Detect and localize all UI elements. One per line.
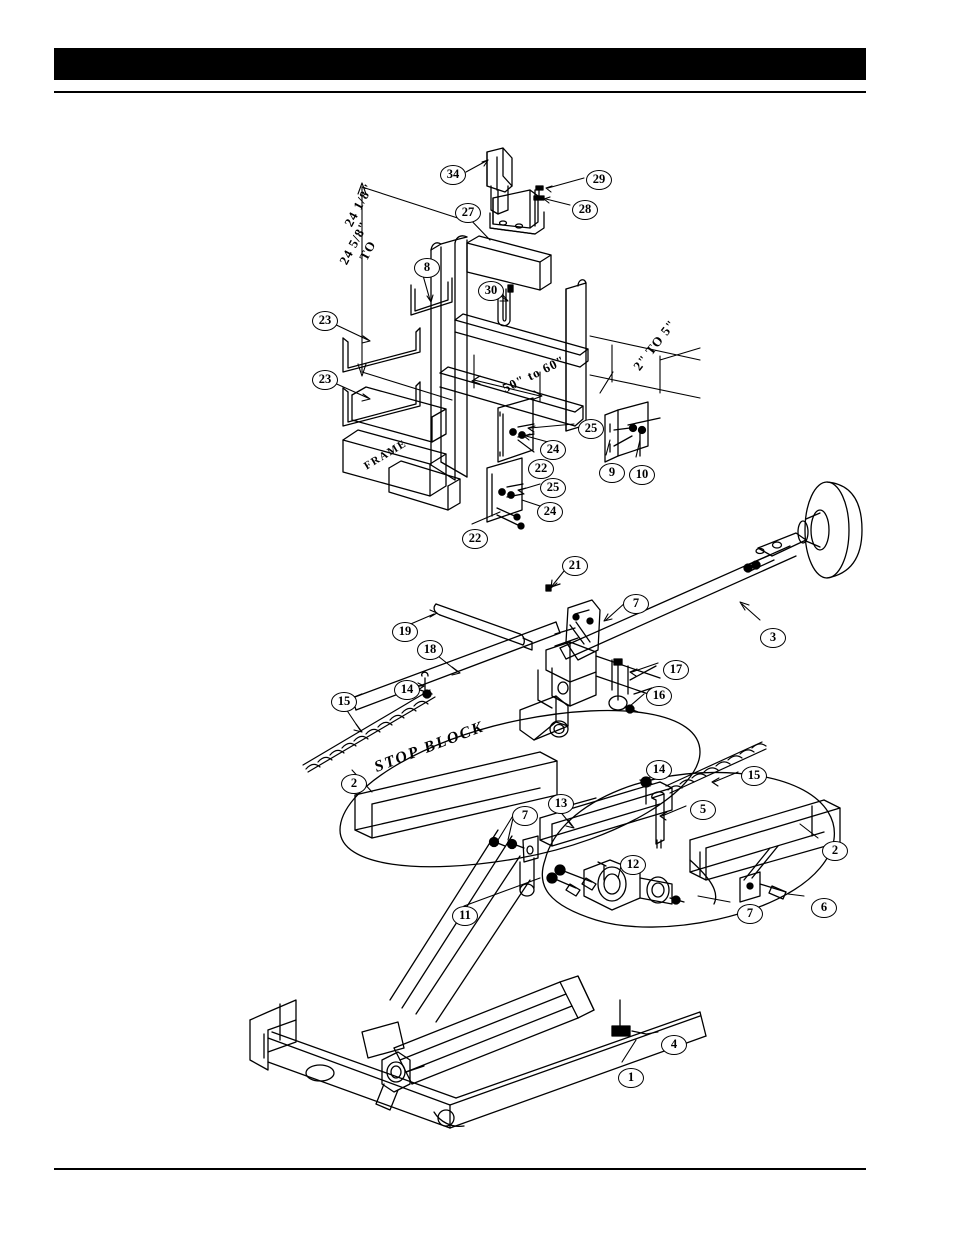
callout-balloon-30[interactable]: 30 bbox=[478, 281, 504, 301]
header-bar bbox=[54, 48, 866, 80]
callout-balloon-22[interactable]: 22 bbox=[462, 529, 488, 549]
part-18-bar bbox=[351, 621, 561, 711]
height-dimension-line bbox=[357, 182, 471, 401]
part-13-tube bbox=[539, 781, 673, 847]
callout-balloon-2[interactable]: 2 bbox=[341, 774, 367, 794]
callout-balloon-29[interactable]: 29 bbox=[586, 170, 612, 190]
callout-balloon-2[interactable]: 2 bbox=[822, 841, 848, 861]
wheel-disc bbox=[797, 481, 863, 579]
callout-balloon-8[interactable]: 8 bbox=[414, 258, 440, 278]
hub-plate bbox=[743, 532, 807, 573]
part-22-plate-lower bbox=[486, 457, 525, 530]
callout-balloon-24[interactable]: 24 bbox=[537, 502, 563, 522]
part-5-pin bbox=[651, 791, 665, 849]
part-29-bolt bbox=[533, 185, 545, 201]
callout-balloon-13[interactable]: 13 bbox=[548, 794, 574, 814]
callout-balloon-24[interactable]: 24 bbox=[540, 440, 566, 460]
header-divider bbox=[54, 91, 866, 93]
stop-block bbox=[519, 695, 569, 741]
part-mast-tubes bbox=[430, 235, 468, 481]
jack-bracket bbox=[554, 599, 601, 661]
tire-outline-left bbox=[339, 709, 701, 868]
bottom-frame bbox=[249, 999, 707, 1129]
callout-balloon-17[interactable]: 17 bbox=[663, 660, 689, 680]
bearing-housing bbox=[583, 859, 685, 911]
leader-lines bbox=[329, 159, 819, 1063]
callout-balloon-27[interactable]: 27 bbox=[455, 203, 481, 223]
frame-struts bbox=[389, 829, 531, 1023]
callout-balloon-6[interactable]: 6 bbox=[811, 898, 837, 918]
callout-balloon-5[interactable]: 5 bbox=[690, 800, 716, 820]
callout-balloon-23[interactable]: 23 bbox=[312, 311, 338, 331]
part-34-bracket bbox=[486, 147, 513, 215]
tire-outline-right bbox=[541, 771, 836, 928]
part-7-curve bbox=[689, 859, 717, 905]
width-dimension-line bbox=[471, 354, 543, 403]
callout-balloon-25[interactable]: 25 bbox=[540, 478, 566, 498]
callout-balloon-14[interactable]: 14 bbox=[646, 760, 672, 780]
callout-balloon-21[interactable]: 21 bbox=[562, 556, 588, 576]
part-15-chain-right bbox=[665, 741, 767, 794]
part-2-beam-right bbox=[689, 799, 841, 881]
part-15-chain-left bbox=[302, 689, 436, 773]
part-23-ubracket-lower bbox=[342, 381, 421, 427]
callout-balloon-25[interactable]: 25 bbox=[578, 419, 604, 439]
callout-balloon-22[interactable]: 22 bbox=[528, 459, 554, 479]
part-22-plate-upper bbox=[497, 397, 535, 463]
part-19-handle bbox=[433, 603, 533, 651]
depth-dimension-line bbox=[589, 335, 701, 399]
callout-balloon-10[interactable]: 10 bbox=[629, 465, 655, 485]
part-6-bolt-bracket bbox=[739, 845, 787, 903]
callout-balloon-11[interactable]: 11 bbox=[452, 906, 478, 926]
toolbar-beams bbox=[439, 313, 589, 427]
callout-balloon-15[interactable]: 15 bbox=[741, 766, 767, 786]
callout-balloon-9[interactable]: 9 bbox=[599, 463, 625, 483]
part-8-ubracket bbox=[410, 277, 453, 316]
part-11-12-bolts bbox=[546, 861, 607, 897]
callout-balloon-14[interactable]: 14 bbox=[394, 680, 420, 700]
part-4-nut bbox=[611, 999, 647, 1037]
callout-balloon-28[interactable]: 28 bbox=[572, 200, 598, 220]
callout-balloon-4[interactable]: 4 bbox=[661, 1035, 687, 1055]
callout-balloon-19[interactable]: 19 bbox=[392, 622, 418, 642]
upper-cross-tube bbox=[466, 235, 552, 291]
bottom-pivot bbox=[361, 1021, 411, 1111]
callout-balloon-7[interactable]: 7 bbox=[623, 594, 649, 614]
part-9-10-bracket bbox=[604, 401, 661, 463]
callout-balloon-18[interactable]: 18 bbox=[417, 640, 443, 660]
part-16-17-bolts bbox=[608, 658, 657, 714]
part-2-beam-left bbox=[354, 751, 558, 839]
callout-balloon-34[interactable]: 34 bbox=[440, 165, 466, 185]
callout-balloon-3[interactable]: 3 bbox=[760, 628, 786, 648]
callout-balloon-23[interactable]: 23 bbox=[312, 370, 338, 390]
frame-tubes bbox=[342, 386, 461, 511]
callout-balloon-16[interactable]: 16 bbox=[646, 686, 672, 706]
part-23-ubracket-upper bbox=[342, 327, 421, 373]
hydraulic-cylinder bbox=[393, 975, 595, 1085]
callout-balloon-1[interactable]: 1 bbox=[618, 1068, 644, 1088]
callout-balloon-7[interactable]: 7 bbox=[737, 904, 763, 924]
callout-balloon-7[interactable]: 7 bbox=[512, 806, 538, 826]
callout-balloon-12[interactable]: 12 bbox=[620, 855, 646, 875]
callout-balloon-15[interactable]: 15 bbox=[331, 692, 357, 712]
footer-divider bbox=[54, 1168, 866, 1170]
